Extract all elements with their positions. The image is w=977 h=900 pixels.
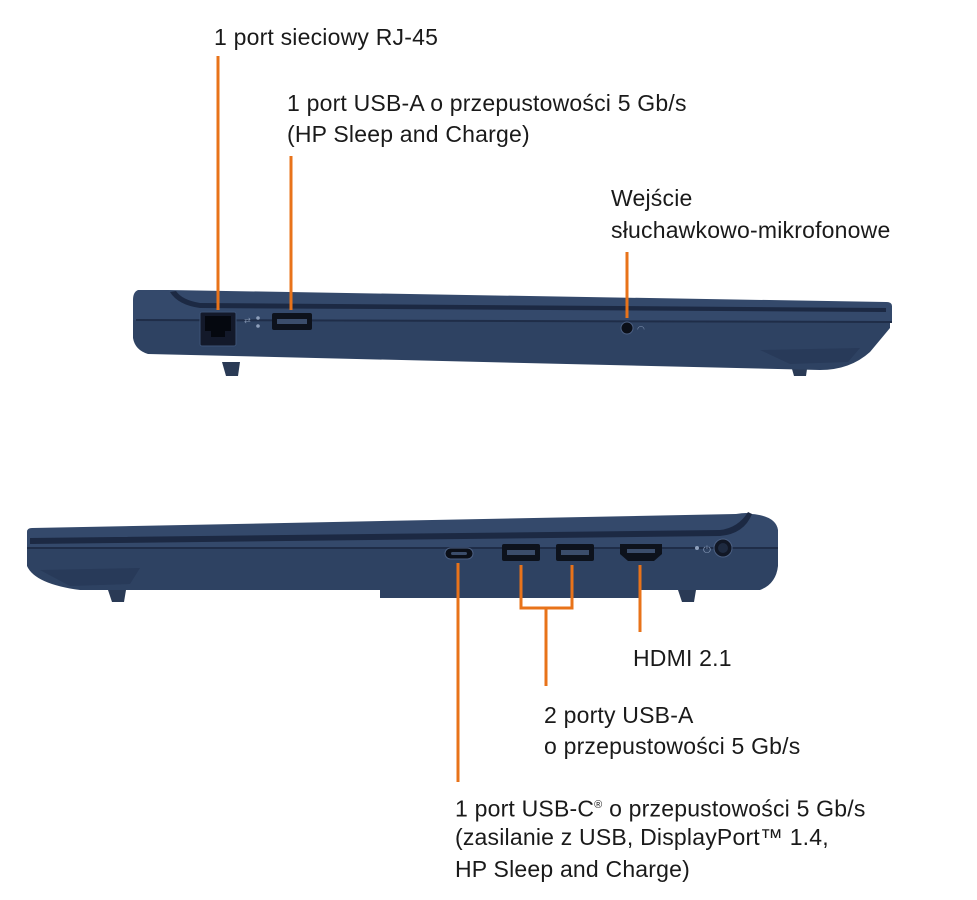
usba-right-label-line2: o przepustowości 5 Gb/s [544, 733, 801, 759]
callout-lines [216, 56, 642, 782]
usb-c-port [444, 547, 474, 560]
usb-a-port-right-1 [502, 544, 540, 561]
usbc-label-line1: 1 port USB-C® o przepustowości 5 Gb/s [455, 790, 866, 825]
usb-a-port-left [272, 313, 312, 330]
usba-left-label-line2: (HP Sleep and Charge) [287, 121, 530, 147]
rj45-label: 1 port sieciowy RJ-45 [214, 24, 439, 50]
usbc-label-part-a: 1 port USB-C [455, 795, 595, 822]
laptop-left-side: ⇄ ◠ [133, 290, 893, 376]
hdmi-label: HDMI 2.1 [633, 645, 732, 671]
usba-right-label-line1: 2 porty USB-A [544, 702, 694, 728]
svg-text:⇄: ⇄ [244, 316, 251, 325]
audio-label-line2: słuchawkowo-mikrofonowe [611, 217, 891, 243]
audio-jack: ◠ [620, 321, 645, 335]
svg-text:◠: ◠ [637, 325, 645, 335]
usba-right-callout-line [519, 565, 574, 686]
usbc-label-line3: HP Sleep and Charge) [455, 856, 690, 882]
rj45-port [199, 311, 237, 347]
power-button [713, 538, 733, 558]
usbc-label-line2: (zasilanie z USB, DisplayPort™ 1.4, [455, 824, 829, 850]
svg-text:⏻: ⏻ [703, 545, 711, 556]
usb-a-port-right-2 [556, 544, 594, 561]
audio-label-line1: Wejście [611, 185, 693, 211]
laptop-right-side: ⏻ [27, 512, 778, 602]
usba-left-label-line1: 1 port USB-A o przepustowości 5 Gb/s [287, 90, 687, 116]
usbc-label-part-b: o przepustowości 5 Gb/s [602, 795, 866, 822]
registered-mark: ® [594, 799, 603, 811]
hdmi-port [620, 544, 662, 561]
